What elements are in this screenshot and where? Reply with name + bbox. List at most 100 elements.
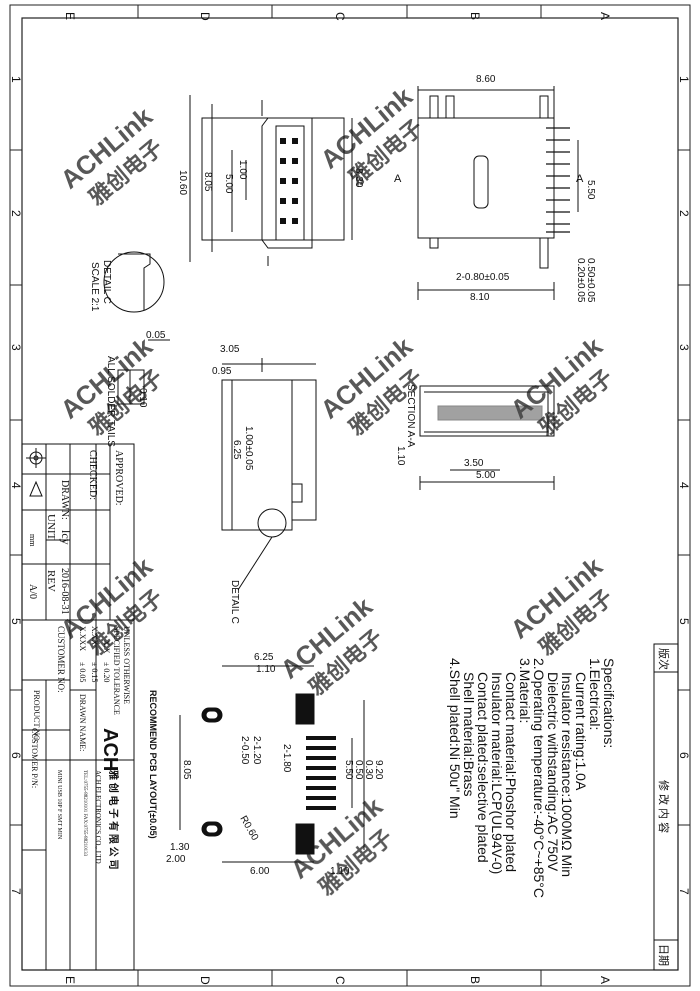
spec-line: Contact material:Phoshor plated xyxy=(503,672,519,872)
spec-line: 4.Shell plated:Ni 50u" Min xyxy=(447,658,463,819)
tolerance-format: X.X xyxy=(102,640,111,654)
dim-pcb-2-00: 2.00 xyxy=(166,854,186,865)
dim-pcb-2-120: 2-1.20 xyxy=(251,736,262,765)
svg-text:7: 7 xyxy=(9,888,23,895)
tolerance-value: ± 0.20 xyxy=(102,662,111,682)
dim-pcb-0-30: 0.30 xyxy=(363,760,374,780)
spec-line: Shell material:Brass xyxy=(461,672,477,797)
checked-label: CHECKED: xyxy=(87,450,98,500)
specifications: Specifications: 1.Electrical: Current ra… xyxy=(447,658,617,898)
title-block-text: APPROVED: CHECKED: DRAWN: lcy 2016-08-31… xyxy=(26,448,131,869)
spec-line: Contact plated:selective plated xyxy=(475,672,491,863)
front-view-dims: 3.05 0.95 1.00±0.05 6.25 DETAIL C xyxy=(212,344,254,624)
tolerance-format: X.XXX xyxy=(78,626,87,651)
detail-c-labels: DETAIL C SCALE 2:1 0.05 0.10 ALL SOLDER … xyxy=(89,260,166,447)
dim-pcb-5-50: 5.50 xyxy=(343,760,354,780)
dim-pcb-6-25: 6.25 xyxy=(254,652,274,663)
solder-note: ALL SOLDER TAILS xyxy=(105,356,116,447)
spec-line: 3.Material: xyxy=(517,658,533,723)
dim-pcb-9-20: 9.20 xyxy=(373,760,384,780)
spec-line: Dielectric withstanding:AC 750V xyxy=(545,672,561,872)
section-mark-a2: A xyxy=(576,173,584,185)
dim-6-25: 6.25 xyxy=(231,440,242,460)
zone-numbers-right: 1 2 3 4 5 6 7 xyxy=(677,76,691,895)
drawn-name-value: MINI USB 10P F SMT MIN xyxy=(56,770,62,840)
pcb-title: RECOMMEND PCB LAYOUT(±0.05) xyxy=(148,690,158,839)
svg-text:1: 1 xyxy=(677,76,691,83)
svg-text:4: 4 xyxy=(677,482,691,489)
svg-text:3: 3 xyxy=(677,344,691,351)
svg-text:B: B xyxy=(468,976,482,984)
rev-label: REV xyxy=(45,570,57,592)
front-view xyxy=(221,358,317,591)
svg-text:5: 5 xyxy=(9,618,23,625)
company-name-cn: 雅 创 电 子 有 限 公 司 xyxy=(107,770,120,869)
approved-label: APPROVED: xyxy=(113,450,124,506)
dim-pcb-0-50: 0.50 xyxy=(353,760,364,780)
revision-col-version: 版次 xyxy=(657,648,671,670)
svg-text:E: E xyxy=(63,976,77,984)
svg-text:B: B xyxy=(468,12,482,20)
dim-0-05: 0.05 xyxy=(146,330,166,341)
section-view xyxy=(419,385,555,490)
dim-5-00: 5.00 xyxy=(223,174,234,194)
section-title: SECTION A-A xyxy=(405,384,416,448)
revision-col-date: 日期 xyxy=(657,944,670,966)
tolerance-format: X.XX xyxy=(90,626,99,646)
zone-letters-top: E D C B A xyxy=(63,12,612,21)
detail-c xyxy=(103,251,170,405)
svg-text:1: 1 xyxy=(9,76,23,83)
dim-0-50: 0.50±0.05 xyxy=(585,258,596,303)
dim-1-00: 1.00 xyxy=(237,160,248,180)
coplanarity-value: 0.10 xyxy=(137,388,148,408)
dim-pcb-1-30: 1.30 xyxy=(170,842,190,853)
side-view xyxy=(417,86,579,300)
detail-c-scale: SCALE 2:1 xyxy=(89,262,100,312)
outer-frame xyxy=(9,4,691,987)
top-view xyxy=(189,95,353,266)
svg-text:4: 4 xyxy=(9,482,23,489)
product-no-label: PRODUCT NO: xyxy=(32,690,41,743)
spec-line: Insulator resistance:1000MΩ Min xyxy=(559,672,575,877)
dim-pcb-1-10-bot: 1.10 xyxy=(330,866,350,877)
dim-pcb-1-10-top: 1.10 xyxy=(256,664,276,675)
company-logo: ACH xyxy=(99,728,121,771)
spec-heading: Specifications: xyxy=(601,658,617,748)
svg-text:6: 6 xyxy=(677,752,691,759)
svg-text:E: E xyxy=(63,12,77,20)
dim-8-60: 8.60 xyxy=(476,74,496,85)
side-view-dims: 8.60 5.50 0.50±0.05 0.20±0.05 2-0.80±0.0… xyxy=(394,74,596,303)
company-name-en: ACH ELECTRONICS CO., LTD xyxy=(94,770,102,864)
dim-8-30: 8.30 xyxy=(353,168,364,188)
svg-text:7: 7 xyxy=(677,888,691,895)
tolerance-title-2: SPECIFIED TOLERANCE xyxy=(112,626,121,715)
dim-pcb-2-180: 2-1.80 xyxy=(281,744,292,773)
drawn-date: 2016-08-31 xyxy=(59,568,70,615)
dim-pcb-8-05: 8.05 xyxy=(181,760,192,780)
title-block xyxy=(21,443,135,971)
dim-1-00-tol: 1.00±0.05 xyxy=(243,426,254,471)
spec-line: 1.Electrical: xyxy=(587,658,603,730)
dim-5-00-sec: 5.00 xyxy=(476,470,496,481)
section-mark-a1: A xyxy=(394,173,402,185)
customer-pn-label: CUSTOMER P/N: xyxy=(30,728,39,788)
unit-label: UNIT xyxy=(45,514,57,541)
detail-c-ref: DETAIL C xyxy=(229,580,240,624)
dim-3-05: 3.05 xyxy=(220,344,240,355)
revision-block: 版次 修 改 内 容 日期 xyxy=(653,643,679,971)
dim-2-080: 2-0.80±0.05 xyxy=(456,272,510,283)
dim-pcb-2-050: 2-0.50 xyxy=(239,736,250,765)
company-tel: TEL:0755-88210101 FAX:0755-88210133 xyxy=(82,770,87,857)
svg-text:3: 3 xyxy=(9,344,23,351)
dim-8-10: 8.10 xyxy=(470,292,490,303)
svg-text:D: D xyxy=(198,976,212,985)
zone-numbers-left: 1 2 3 4 5 6 7 xyxy=(9,76,23,895)
unit-value: mm xyxy=(28,534,37,547)
spec-line: 2.Operating temperature:-40°C~+85°C xyxy=(531,658,547,898)
section-view-labels: SECTION A-A 1.10 3.50 5.00 xyxy=(395,384,496,481)
customer-no-label: CUSTOMER NO: xyxy=(56,626,66,693)
dim-pcb-r060: R0.60 xyxy=(237,814,260,843)
top-view-dims: 10.60 8.05 5.00 1.00 8.30 xyxy=(177,160,364,195)
projection-symbol-icon xyxy=(26,448,46,497)
